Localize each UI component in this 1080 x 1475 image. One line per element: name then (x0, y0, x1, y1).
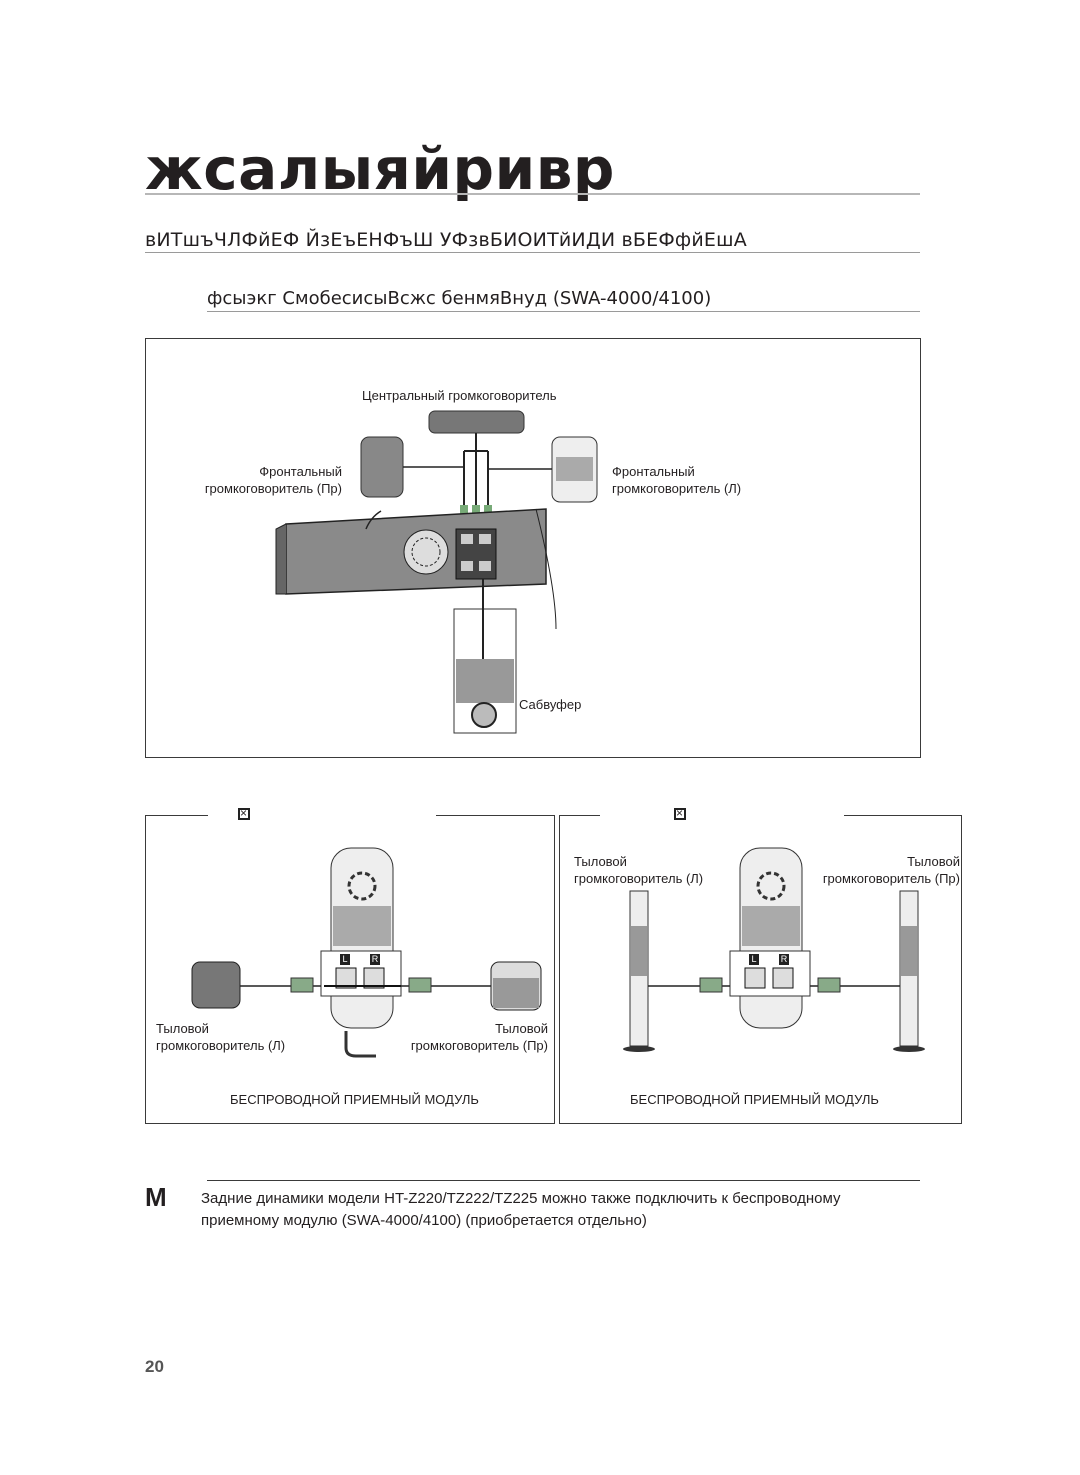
panel-tab-right (600, 806, 844, 818)
port-r-label: R (370, 954, 380, 965)
note-icon: M (145, 1182, 167, 1212)
port-r-label: R (779, 954, 789, 965)
port-l-label: L (340, 954, 350, 965)
title-divider (145, 193, 920, 195)
rear-right-label-1: Тыловой (495, 1021, 548, 1036)
wireless-module-label: БЕСПРОВОДНОЙ ПРИЕМНЫЙ МОДУЛЬ (230, 1092, 479, 1107)
center-speaker-icon (428, 410, 525, 434)
front-left-label-2: громкоговоритель (Л) (612, 481, 742, 496)
subwoofer-label: Сабвуфер (519, 697, 582, 712)
subsection-heading: фсыэкг СмобесисыВсжс бенмяВнуд (SWA-4000… (207, 288, 712, 309)
front-right-label-1: Фронтальный (259, 464, 342, 479)
front-left-label-1: Фронтальный (612, 464, 695, 479)
front-right-label-2: громкоговоритель (Пр) (204, 481, 342, 496)
note-divider (207, 1180, 920, 1181)
rear-left-label-2: громкоговоритель (Л) (574, 871, 704, 886)
rear-right-label-1: Тыловой (907, 854, 960, 869)
rear-panel-left: L R Тыловой громкоговоритель (Л) Тыловой… (145, 806, 555, 1124)
port-l-label: L (749, 954, 759, 965)
section-divider (145, 252, 920, 253)
panel-tab-left (208, 806, 436, 818)
section-heading: вИТшъЧЛФйЕФ ЙзЕъЕНФъШ УФзвБИОИТйИДИ вБЕФ… (145, 229, 747, 251)
marker-icon (238, 806, 250, 820)
page-number: 20 (145, 1357, 164, 1376)
wireless-module-label: БЕСПРОВОДНОЙ ПРИЕМНЫЙ МОДУЛЬ (630, 1092, 879, 1107)
rear-left-label-1: Тыловой (574, 854, 627, 869)
rear-wiring-left (191, 847, 542, 1058)
rear-left-label-1: Тыловой (156, 1021, 209, 1036)
rear-wiring-right (623, 847, 925, 1052)
rear-left-speaker-icon (191, 961, 241, 1009)
connection-illustration (275, 410, 598, 734)
rear-right-label-2: громкоговоритель (Пр) (410, 1038, 548, 1053)
center-speaker-label: Центральный громкоговоритель (362, 388, 557, 403)
rear-right-label-2: громкоговоритель (Пр) (822, 871, 960, 886)
subsection-divider (207, 311, 920, 312)
connection-diagram: Центральный громкоговоритель Фронтальный… (145, 338, 921, 758)
marker-icon (674, 806, 686, 820)
rear-panel-right: L R Тыловой громкоговоритель (Л) Тыловой… (559, 806, 962, 1124)
front-right-speaker-icon (360, 436, 404, 498)
note-text: Задние динамики модели HT-Z220/TZ222/TZ2… (201, 1190, 841, 1229)
page-title: жсалыяйривр (145, 135, 615, 203)
rear-left-label-2: громкоговоритель (Л) (156, 1038, 286, 1053)
